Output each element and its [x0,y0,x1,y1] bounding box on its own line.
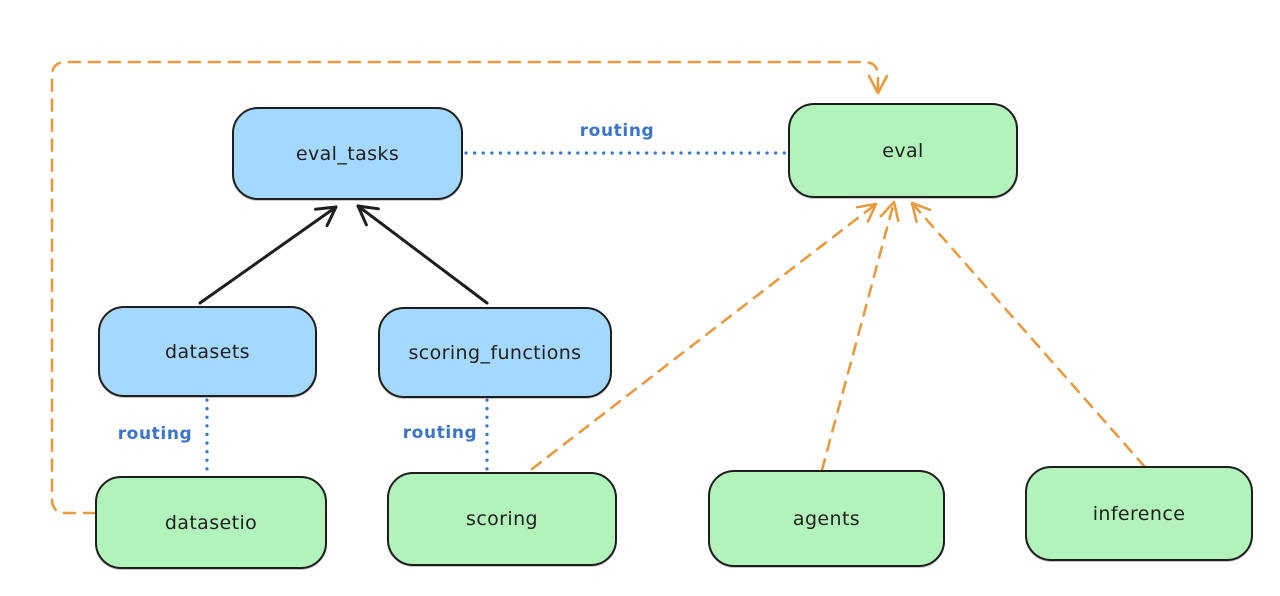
node-eval-tasks: eval_tasks [232,107,463,200]
node-inference-label: inference [1092,502,1186,525]
node-agents: agents [708,470,945,567]
edge-label-routing-datasets-datasetio: routing [117,424,193,444]
node-datasetio-label: datasetio [164,511,258,534]
node-scoring-functions-label: scoring_functions [408,341,582,364]
node-eval-tasks-label: eval_tasks [295,142,400,165]
edge-scoring-to-eval [530,202,878,471]
node-eval-label: eval [882,139,924,162]
node-inference: inference [1025,466,1253,561]
edge-label-routing-scoring-functions-scoring: routing [402,423,478,443]
node-datasets: datasets [98,306,317,397]
node-scoring: scoring [387,472,617,566]
node-eval: eval [788,103,1018,198]
edge-inference-to-eval [910,201,1147,469]
node-scoring-functions: scoring_functions [378,307,612,398]
node-scoring-label: scoring [466,508,538,530]
node-agents-label: agents [792,507,861,530]
edge-datasets-to-eval-tasks [198,205,338,305]
node-datasets-label: datasets [165,340,250,363]
node-datasetio: datasetio [95,476,327,569]
edge-agents-to-eval [820,200,900,472]
edge-datasetio-to-eval [50,60,889,515]
edge-scoring-functions-to-eval-tasks [356,204,489,305]
edge-label-routing-eval-tasks-eval: routing [579,121,655,141]
